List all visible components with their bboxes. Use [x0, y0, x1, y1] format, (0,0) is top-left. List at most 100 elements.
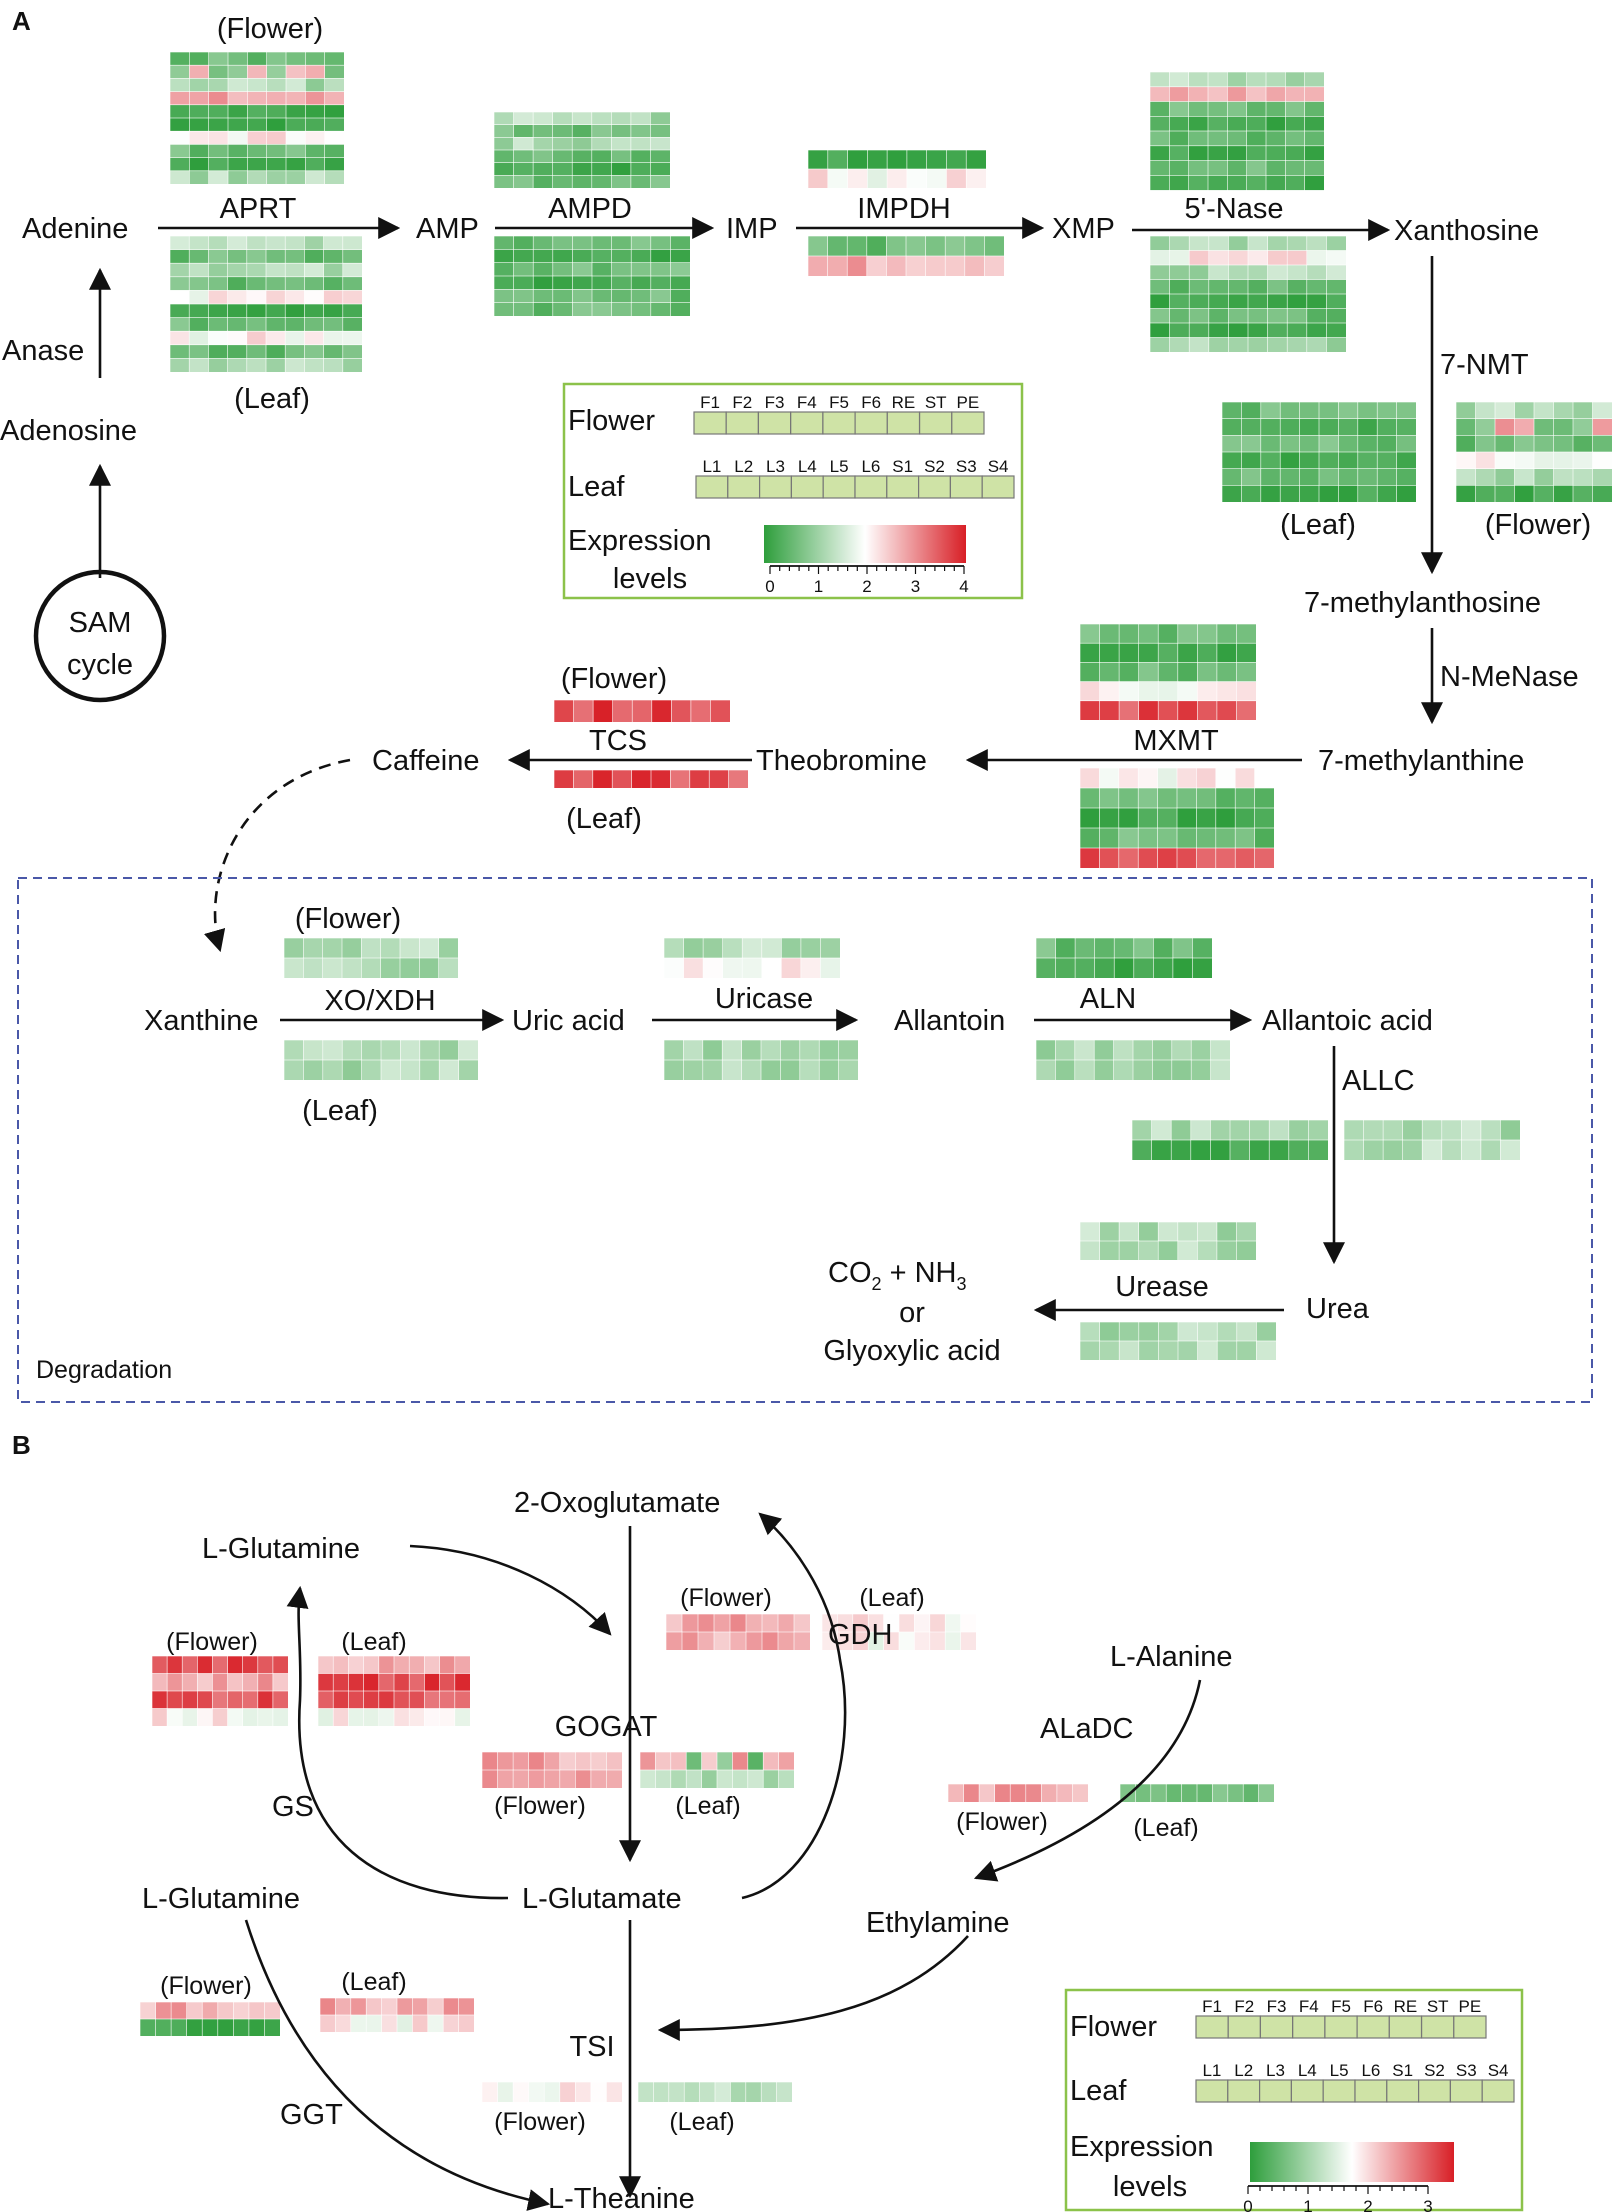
tcs-leaf-label: (Leaf): [566, 803, 642, 835]
ggt-leaf-heatmap-cell: [442, 2014, 460, 2033]
mxmt-flower-heatmap-cell: [1236, 700, 1257, 721]
5nase-leaf-heatmap-cell: [1228, 264, 1249, 281]
allc-leaf-heatmap-cell: [1190, 1119, 1212, 1141]
nmt-leaf-heatmap-cell: [1221, 401, 1243, 420]
nmt-leaf-heatmap-cell: [1357, 484, 1378, 503]
urease-leaf-heatmap-cell: [1079, 1340, 1101, 1361]
5nase-flower-heatmap-cell: [1246, 116, 1267, 132]
aprt-flower-heatmap-cell: [324, 64, 345, 79]
node-products-line2: or: [899, 1297, 925, 1329]
gogat-leaf-heatmap-cell: [747, 1769, 764, 1789]
legend-b-tick-label: 2: [1363, 2197, 1372, 2212]
uricase-flower-heatmap-cell: [702, 937, 724, 959]
xo-flower-heatmap-cell: [341, 937, 362, 959]
ampd-leaf-heatmap-cell: [670, 235, 691, 250]
gs-flower-heatmap-cell: [242, 1690, 259, 1710]
nmt-leaf-heatmap-cell: [1396, 451, 1417, 470]
nmt-leaf-heatmap-cell: [1357, 434, 1378, 453]
aprt-leaf-heatmap-cell: [342, 317, 363, 332]
5nase-flower-heatmap-cell: [1246, 86, 1267, 103]
aprt-flower-heatmap-cell: [285, 64, 306, 79]
aprt-leaf-heatmap-cell: [227, 303, 248, 319]
5nase-leaf-heatmap-cell: [1267, 293, 1288, 310]
tcs-leaf-heatmap-cell: [553, 769, 575, 789]
mxmt-leaf-heatmap-cell: [1176, 807, 1198, 829]
nmt-flower-heatmap-cell: [1514, 484, 1535, 503]
5nase-leaf-heatmap-cell: [1286, 264, 1308, 281]
5nase-leaf-heatmap-cell: [1286, 337, 1308, 353]
legend-b-leaf-cell-s4: [1481, 2079, 1515, 2103]
legend-b-leaf-cell-l4: [1290, 2079, 1324, 2103]
gs-flower-heatmap-cell: [166, 1690, 183, 1710]
mxmt-leaf-heatmap-cell: [1099, 847, 1120, 869]
node-urea: Urea: [1306, 1293, 1370, 1325]
mxmt-leaf-heatmap-cell: [1157, 767, 1178, 789]
mxmt-flower-heatmap-cell: [1118, 662, 1140, 683]
ggt-flower-heatmap-cell: [155, 2001, 172, 2020]
xo-leaf-heatmap-cell: [419, 1059, 440, 1081]
nmt-leaf-heatmap-cell: [1221, 468, 1243, 487]
5nase-leaf-heatmap-cell: [1169, 293, 1190, 310]
legend-a-leaf-cell-s1: [886, 475, 920, 499]
aprt-flower-heatmap-cell: [227, 78, 248, 93]
urease-flower-heatmap-cell: [1079, 1240, 1101, 1261]
impdh-flower-heatmap-cell: [886, 168, 908, 189]
5nase-leaf-heatmap-cell: [1228, 337, 1249, 353]
nmt-leaf-heatmap-cell: [1279, 434, 1301, 453]
nmt-leaf-heatmap-cell: [1318, 401, 1340, 420]
impdh-flower-heatmap-cell: [965, 168, 987, 189]
ampd-leaf-heatmap-cell: [650, 235, 671, 250]
gs-leaf-heatmap-cell: [317, 1690, 334, 1710]
5nase-flower-heatmap-cell: [1149, 101, 1170, 117]
urease-flower-heatmap-cell: [1138, 1240, 1159, 1261]
gdh-flower-heatmap-cell: [777, 1631, 795, 1651]
ampd-leaf-heatmap-cell: [572, 302, 593, 317]
ampd-leaf-heatmap-cell: [630, 288, 652, 304]
aln-flower-heatmap-cell: [1055, 937, 1076, 959]
ampd-leaf-heatmap-cell: [670, 275, 691, 290]
ampd-leaf-heatmap-cell: [650, 275, 671, 290]
aln-flower-heatmap-cell: [1192, 937, 1213, 959]
aprt-flower-heatmap-cell: [304, 78, 326, 93]
5nase-leaf-heatmap-cell: [1169, 235, 1190, 252]
5nase-leaf-heatmap-cell: [1286, 279, 1308, 295]
5nase-leaf-heatmap-cell: [1149, 264, 1171, 281]
nmt-flower-heatmap-cell: [1514, 401, 1535, 420]
ampd-leaf-heatmap-cell: [630, 302, 652, 317]
5nase-leaf-heatmap-cell: [1149, 337, 1171, 353]
aprt-flower-heatmap-cell: [285, 91, 306, 106]
ampd-flower-heatmap-cell: [513, 149, 534, 164]
aprt-leaf-heatmap-cell: [169, 303, 190, 319]
ampd-flower-heatmap-cell: [591, 175, 612, 189]
ampd-leaf-heatmap-cell: [630, 275, 652, 290]
ampd-leaf-heatmap-cell: [591, 302, 613, 317]
gogat-leaf-heatmap-cell: [639, 1751, 656, 1771]
allc-leaf-heatmap-cell: [1151, 1119, 1172, 1141]
node-xmp: XMP: [1052, 213, 1115, 245]
allc-leaf-heatmap-cell: [1249, 1139, 1270, 1161]
gogat-flower-heatmap-cell: [543, 1751, 561, 1771]
aln-flower-heatmap-cell: [1153, 957, 1174, 979]
tcs-flower-heatmap: [553, 699, 731, 723]
aprt-flower-heatmap-cell: [266, 144, 287, 159]
ampd-leaf-heatmap-cell: [493, 288, 515, 304]
gogat-leaf-heatmap-cell: [701, 1769, 718, 1789]
aprt-flower-heatmap-cell: [285, 78, 306, 93]
allc-leaf-heatmap: [1131, 1119, 1329, 1161]
tsi-flower-label: (Flower): [494, 2108, 586, 2136]
aln-flower-heatmap-cell: [1074, 937, 1096, 959]
xo-leaf-heatmap-cell: [322, 1059, 343, 1081]
5nase-flower-heatmap-cell: [1188, 101, 1209, 117]
urease-flower-heatmap-cell: [1197, 1240, 1218, 1261]
5nase-leaf-heatmap-cell: [1169, 308, 1190, 324]
uricase-leaf-heatmap-cell: [760, 1059, 782, 1081]
node-l-glutamate: L-Glutamate: [522, 1883, 682, 1915]
5nase-leaf-heatmap-cell: [1326, 250, 1347, 266]
5nase-flower-heatmap-cell: [1265, 71, 1286, 88]
aprt-leaf-heatmap-cell: [169, 317, 190, 332]
aprt-flower-heatmap-cell: [227, 64, 248, 79]
aprt-leaf-heatmap-cell: [246, 262, 267, 278]
aprt-leaf-heatmap-cell: [169, 290, 190, 305]
gs-leaf-heatmap-cell: [393, 1673, 410, 1692]
impdh-flower-heatmap-cell: [946, 149, 967, 170]
